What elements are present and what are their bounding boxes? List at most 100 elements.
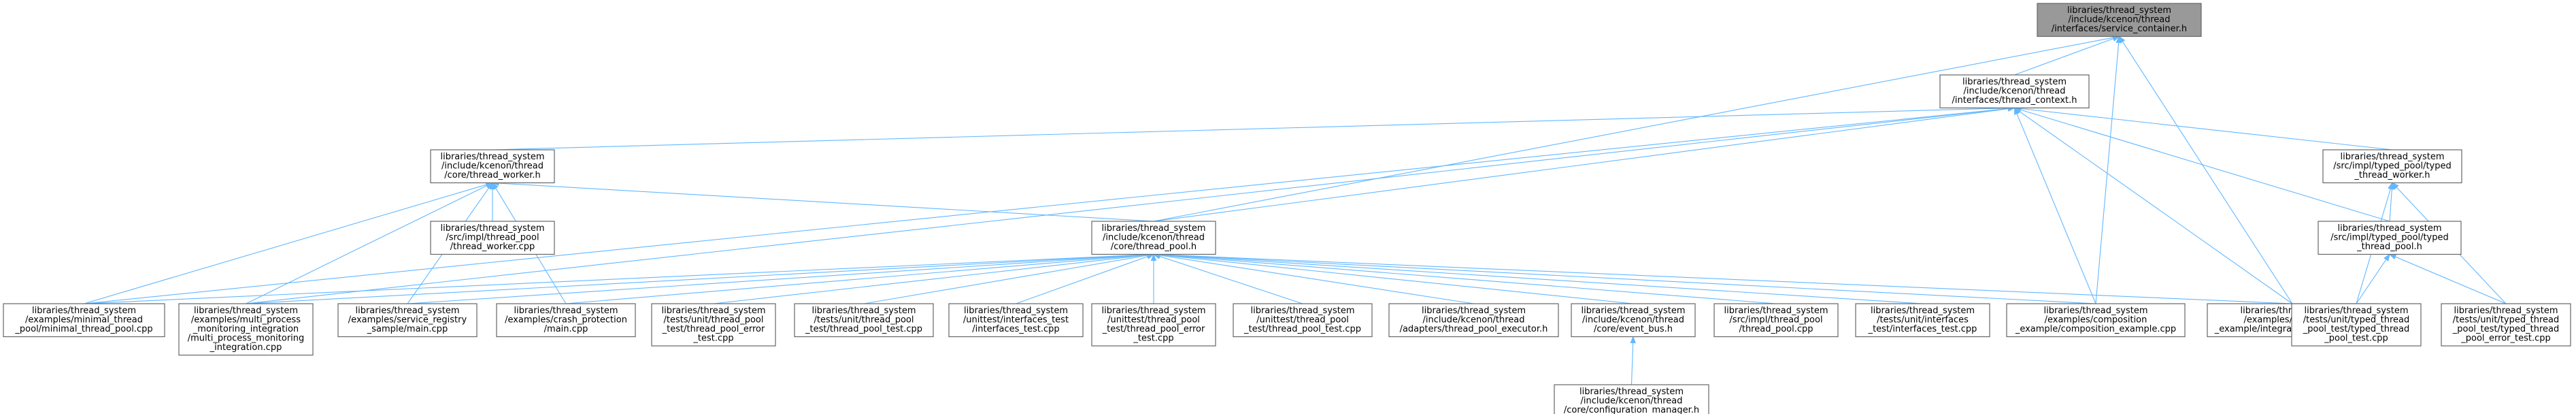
node-label-line: libraries/thread_system: [440, 223, 544, 234]
edge-typed-pool-test-to-typed-thread-pool-h: [2356, 253, 2390, 304]
node-service-container[interactable]: libraries/thread_system/include/kcenon/t…: [2037, 3, 2202, 37]
node-box: [430, 221, 555, 255]
node-box: [2037, 3, 2202, 37]
node-tests-interfaces-test[interactable]: libraries/thread_system/tests/unit/inter…: [1855, 303, 1990, 338]
node-label-line: _example/composition_example.cpp: [2015, 324, 2176, 334]
edge-arrowhead: [2013, 107, 2022, 114]
edge-line: [2020, 109, 2390, 222]
node-thread-worker-h[interactable]: libraries/thread_system/include/kcenon/t…: [430, 149, 555, 184]
node-tests-thread-pool-test[interactable]: libraries/thread_system/tests/unit/threa…: [794, 303, 934, 338]
node-label-line: _pool_error_test.cpp: [2460, 334, 2551, 344]
node-label-line: _pool_test.cpp: [2324, 334, 2388, 344]
edge-line: [1159, 254, 2096, 304]
node-label-line: /core/thread_worker.h: [444, 170, 541, 180]
node-box: [2291, 303, 2422, 347]
node-box: [1091, 221, 1216, 255]
file-nodes: libraries/thread_system/include/kcenon/t…: [3, 3, 2571, 414]
edge-typed-pool-error-test-to-typed-thread-pool-h: [2388, 253, 2507, 304]
node-label-line: libraries/thread_system: [2340, 152, 2444, 162]
edge-line: [492, 108, 2009, 150]
node-unittest-thread-pool-error[interactable]: libraries/thread_system/unittest/thread_…: [1091, 303, 1216, 347]
node-label-line: /tests/unit/typed_thread: [2453, 315, 2559, 325]
node-box: [1388, 303, 1559, 338]
node-label-line: /thread_worker.cpp: [450, 242, 535, 252]
edge-minimal-thread-pool-to-thread-context: [84, 106, 2015, 304]
node-label-line: _pool_test/typed_thread: [2303, 324, 2410, 334]
node-thread-pool-executor[interactable]: libraries/thread_system/include/kcenon/t…: [1388, 303, 1559, 338]
edge-line: [1159, 255, 1303, 304]
node-label-line: libraries/thread_system: [32, 306, 136, 316]
node-crash-protection[interactable]: libraries/thread_system/examples/crash_p…: [496, 303, 636, 338]
node-box: [178, 303, 314, 356]
node-label-line: /thread_pool.cpp: [1739, 324, 1813, 334]
edge-line: [407, 254, 1148, 304]
edge-line: [2014, 38, 2114, 76]
node-label-line: /include/kcenon/thread: [441, 161, 543, 172]
node-label-line: /include/kcenon/thread: [1964, 86, 2066, 97]
node-impl-thread-pool-cpp[interactable]: libraries/thread_system/src/impl/thread_…: [1713, 303, 1839, 338]
node-label-line: libraries/thread_system: [2454, 306, 2558, 316]
node-event-bus[interactable]: libraries/thread_system/include/kcenon/t…: [1571, 303, 1696, 338]
edge-multi-process-to-thread-context: [246, 106, 2015, 304]
edge-integration-example-to-thread-pool-h: [1152, 251, 2293, 304]
node-typed-pool-test[interactable]: libraries/thread_system/tests/unit/typed…: [2291, 303, 2422, 347]
node-label-line: _test/thread_pool_test.cpp: [805, 324, 922, 334]
edge-line: [713, 254, 1148, 304]
node-label-line: /unittest/thread_pool: [1107, 315, 1200, 325]
node-label-line: libraries/thread_system: [1871, 306, 1975, 316]
edge-line: [1630, 343, 1634, 385]
node-box: [2318, 221, 2462, 255]
node-typed-thread-pool-h[interactable]: libraries/thread_system/src/impl/typed_p…: [2318, 221, 2462, 255]
node-typed-pool-error-test[interactable]: libraries/thread_system/tests/unit/typed…: [2441, 303, 2571, 347]
node-configuration-manager[interactable]: libraries/thread_system/include/kcenon/t…: [1554, 384, 1709, 414]
edge-arrowhead: [492, 182, 499, 190]
node-label-line: /examples/minimal_thread: [25, 315, 143, 325]
node-multi-process[interactable]: libraries/thread_system/examples/multi_p…: [178, 303, 314, 356]
node-thread-pool-error-test[interactable]: libraries/thread_system/tests/unit/threa…: [651, 303, 776, 347]
node-composition-example[interactable]: libraries/thread_system/examples/composi…: [2006, 303, 2186, 338]
node-box: [948, 303, 1084, 338]
node-service-registry[interactable]: libraries/thread_system/examples/service…: [337, 303, 478, 338]
node-box: [1571, 303, 1696, 338]
edge-line: [1153, 37, 2113, 222]
edge-unittest-interfaces-to-thread-pool-h: [1016, 253, 1155, 304]
node-label-line: _integration.cpp: [210, 343, 282, 353]
node-label-line: _thread_worker.h: [2354, 170, 2430, 180]
node-label-line: libraries/thread_system: [1724, 306, 1828, 316]
edge-line: [84, 108, 2009, 304]
edge-line: [1159, 254, 1923, 304]
node-label-line: _test.cpp: [1133, 334, 1173, 344]
node-label-line: _monitoring_integration: [193, 324, 299, 334]
edge-thread-pool-h-to-thread-context: [1153, 106, 2015, 222]
node-unittest-interfaces[interactable]: libraries/thread_system/unittest/interfa…: [948, 303, 1084, 338]
node-box: [1091, 303, 1216, 347]
node-label-line: /examples/multi_process: [191, 315, 301, 325]
node-typed-thread-worker-h[interactable]: libraries/thread_system/src/impl/typed_p…: [2322, 149, 2462, 184]
node-label-line: libraries/thread_system: [1579, 387, 1684, 397]
node-label-line: /src/impl/thread_pool: [446, 233, 539, 243]
node-thread-pool-h[interactable]: libraries/thread_system/include/kcenon/t…: [1091, 221, 1216, 255]
node-box: [2441, 303, 2571, 347]
edge-multi-process-to-thread-pool-h: [246, 251, 1155, 304]
edge-integration-example-to-thread-context: [2013, 107, 2293, 304]
edge-line: [246, 254, 1148, 304]
node-label-line: libraries/thread_system: [2337, 223, 2441, 234]
edge-line: [2389, 189, 2392, 222]
node-label-line: /tests/unit/thread_pool: [664, 315, 764, 325]
edge-arrowhead: [1630, 336, 1636, 344]
node-label-line: /include/kcenon/thread: [1582, 315, 1684, 325]
edge-line: [1159, 254, 2293, 304]
node-minimal-thread-pool[interactable]: libraries/thread_system/examples/minimal…: [3, 303, 165, 338]
edge-arrowhead: [1150, 253, 1157, 261]
node-unittest-thread-pool-test[interactable]: libraries/thread_system/unittest/thread_…: [1233, 303, 1373, 338]
node-thread-worker-cpp[interactable]: libraries/thread_system/src/impl/thread_…: [430, 221, 555, 255]
node-label-line: libraries/thread_system: [812, 306, 916, 316]
node-label-line: _test/thread_pool_error: [1102, 324, 1205, 334]
node-box: [2322, 149, 2462, 184]
node-label-line: /core/event_bus.h: [1594, 324, 1673, 334]
node-label-line: /tests/unit/thread_pool: [814, 315, 914, 325]
node-label-line: libraries/thread_system: [355, 306, 459, 316]
node-label-line: _test/thread_pool_test.cpp: [1243, 324, 1361, 334]
node-thread-context[interactable]: libraries/thread_system/include/kcenon/t…: [1939, 74, 2090, 109]
edge-thread-worker-h-to-thread-context: [492, 105, 2015, 150]
